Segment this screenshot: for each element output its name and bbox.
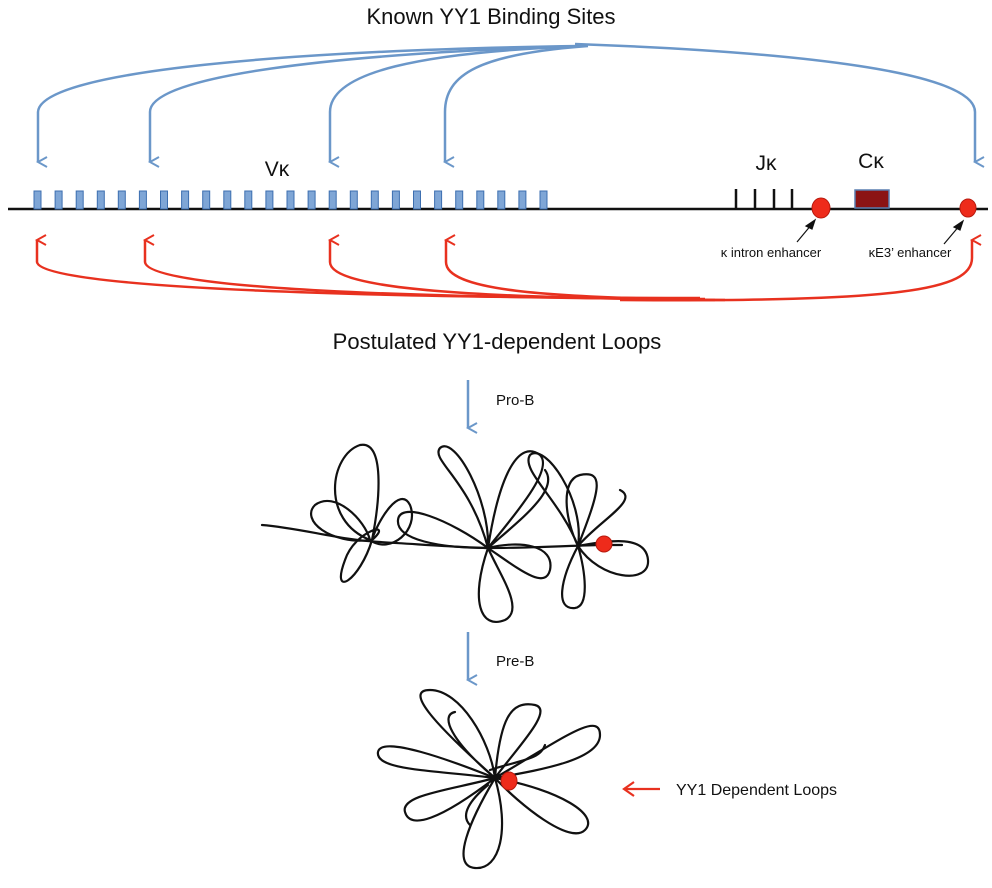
v-segment — [349, 190, 358, 210]
v-segment — [160, 190, 168, 210]
blue-arrow-3 — [330, 44, 586, 162]
red-arrow-4 — [446, 240, 726, 302]
legend-red-arrowhead — [622, 781, 635, 797]
blue-arrow-1 — [38, 44, 581, 162]
blue-arrow-5 — [574, 42, 975, 162]
v-segment — [328, 190, 337, 210]
red-arrow-1 — [37, 240, 701, 300]
intron-enhancer-label: κ intron enhancer — [721, 245, 822, 260]
v-segment — [96, 190, 105, 210]
diagram-subtitle: Postulated YY1-dependent Loops — [333, 329, 662, 354]
j-kappa-label: Jκ — [756, 152, 778, 175]
v-segment — [391, 190, 400, 210]
enhancer-pointer-arrows — [796, 218, 965, 245]
v-segment — [54, 190, 63, 210]
e3-enhancer-dot — [959, 198, 977, 218]
v-segment — [455, 190, 464, 210]
v-segment — [265, 190, 274, 210]
pre-b-enhancer-dot — [500, 771, 518, 791]
v-segment — [181, 190, 190, 210]
v-segment — [518, 190, 527, 210]
v-segment — [413, 190, 421, 210]
red-loop-arrows — [37, 240, 972, 302]
pre-b-label: Pre-B — [496, 653, 534, 670]
red-arrow-5 — [619, 240, 972, 302]
c-kappa-label: Cκ — [858, 150, 884, 173]
v-segment — [286, 190, 295, 210]
c-kappa-box — [854, 189, 890, 209]
pre-b-loops — [376, 688, 602, 870]
blue-binding-arrows — [38, 42, 975, 162]
pro-b-loops — [260, 443, 650, 623]
v-segment-group — [33, 190, 548, 210]
legend: YY1 Dependent Loops — [622, 781, 837, 799]
v-segment — [434, 190, 443, 210]
v-segment — [202, 190, 211, 210]
legend-label: YY1 Dependent Loops — [676, 782, 837, 799]
v-segment — [370, 190, 379, 210]
diagram-title: Known YY1 Binding Sites — [366, 4, 615, 29]
v-segment — [307, 190, 316, 210]
pro-b-enhancer-dot — [595, 535, 613, 553]
v-segment — [497, 190, 506, 210]
e3-enhancer-label: κE3’ enhancer — [869, 245, 952, 260]
v-segment — [75, 190, 84, 210]
v-segment — [244, 190, 253, 210]
j-segment-group — [734, 189, 794, 209]
intron-enhancer-dot — [811, 197, 831, 219]
blue-arrow-2 — [150, 44, 583, 162]
v-segment — [117, 190, 126, 210]
v-segment — [476, 190, 485, 210]
v-kappa-label: Vκ — [265, 158, 290, 181]
pro-b-label: Pro-B — [496, 392, 534, 409]
blue-arrow-4 — [445, 44, 589, 162]
v-segment — [138, 190, 147, 210]
v-segment — [223, 190, 232, 210]
v-segment — [539, 190, 548, 210]
v-segment — [33, 190, 42, 210]
